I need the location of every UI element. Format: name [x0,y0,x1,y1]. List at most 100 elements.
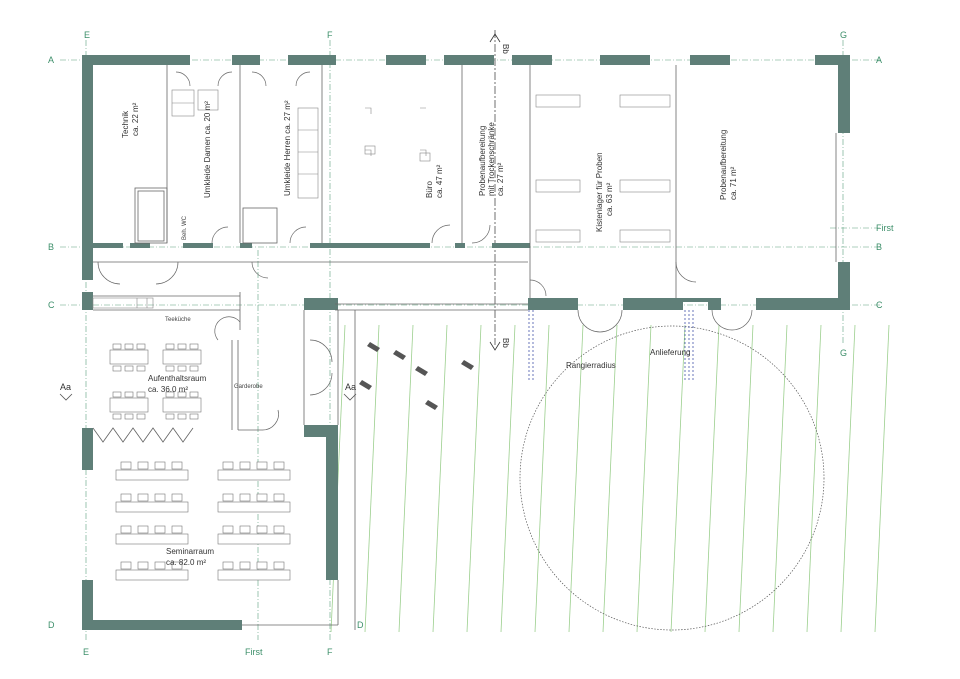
room-garderobe: Garderobe [234,384,263,390]
grid-label-left-b: B [48,242,54,252]
room-seminarraum-name: Seminarraum [166,547,214,556]
room-aufenthaltsraum-area: ca. 36.0 m² [148,385,188,394]
room-buero-name: Büro [425,181,434,198]
grid-label-top-e: E [84,30,90,40]
walls [82,55,850,630]
chair [165,343,175,350]
room-umkleide-damen: Umkleide Damen ca. 20 m² [203,101,212,198]
seminar-chair [120,493,132,502]
room-teekueche: Teeküche [165,317,191,323]
chair [124,413,134,420]
seminar-chair [137,461,149,470]
lawn-stripes [330,324,890,633]
grid-label-bottom-first: First [245,647,263,657]
seminar-chair [273,461,285,470]
table [109,397,149,413]
chair [124,391,134,398]
seminar-desk [217,469,291,481]
seminar-chair [273,561,285,570]
grid-label-right-first: First [876,223,894,233]
fixtures [171,89,671,243]
seminar-chair [256,561,268,570]
table [162,397,202,413]
lawn-stripe [432,324,448,633]
seminar-chair [239,561,251,570]
seminar-chair [137,525,149,534]
seminar-desk [217,569,291,581]
lawn-stripe [534,324,550,633]
seminar-chair [256,525,268,534]
seminar-chair [154,461,166,470]
grid-label-top-f: F [327,30,333,40]
lawn-stripe [840,324,856,633]
lawn-stripe [874,324,890,633]
seminar-desk [115,533,189,545]
chair [124,365,134,372]
chair [136,391,146,398]
lawn-stripe [704,324,720,633]
seminar-chair [154,525,166,534]
room-buero-area: ca. 47 m² [435,164,444,198]
chair [177,343,187,350]
chair [165,413,175,420]
table [109,349,149,365]
lawn-stripe [670,324,686,633]
room-labels: Technik ca. 22 m² Umkleide Damen ca. 20 … [121,100,738,567]
seminar-desk [115,469,189,481]
lawn-stripe [500,324,516,633]
lawn-stripe [636,324,652,633]
room-technik-area: ca. 22 m² [131,102,140,136]
chair [189,413,199,420]
grid-label-bottom-f: F [327,647,333,657]
chair [189,391,199,398]
seminar-chair [222,493,234,502]
seminar-chair [120,461,132,470]
section-label-bb-mid: Bb [501,338,510,348]
seminar-chair [171,493,183,502]
seminar-chair [256,461,268,470]
seminar-chair [137,493,149,502]
lawn-stripe [466,324,482,633]
section-markers [59,33,501,401]
grid-label-top-g: G [840,30,847,40]
seminar-chair [222,461,234,470]
section-label-bb-top: Bb [501,44,510,54]
chair [136,343,146,350]
seminar-desk [217,501,291,513]
seminar-chair [154,561,166,570]
chair [189,343,199,350]
partitions [92,65,837,630]
room-seminarraum-area: ca. 82.0 m² [166,558,206,567]
lawn-stripe [602,324,618,633]
room-kistenlager-area: ca. 63 m² [605,182,614,216]
seminar-chair [273,493,285,502]
chair [112,413,122,420]
chair [112,391,122,398]
label-anlieferung: Anlieferung [650,348,690,357]
seminar-desk [115,569,189,581]
room-probenaufbereitung-small-area: ca. 27 m² [496,162,505,196]
chair [124,343,134,350]
room-umkleide-herren: Umkleide Herren ca. 27 m² [283,100,292,196]
chair [165,391,175,398]
chair [112,365,122,372]
lawn-stripe [364,324,380,633]
grid-label-right-g: G [840,348,847,358]
chair [177,391,187,398]
lawn-stripe [806,324,822,633]
seminar-desk [115,501,189,513]
grid-label-left-c: C [48,300,55,310]
room-kistenlager-name: Kistenlager für Proben [595,152,604,232]
grid-label-inner-d: D [357,620,364,630]
seminar-chair [154,493,166,502]
grid-labels: E F G E First F A B C D A B C G First D … [48,30,894,657]
seminar-chair [120,561,132,570]
doors [97,71,753,431]
grid-label-bottom-e: E [83,647,89,657]
seminar-chair [256,493,268,502]
seminar-desk [217,533,291,545]
grid-label-right-c: C [876,300,883,310]
chair [136,365,146,372]
lawn-stripe [568,324,584,633]
